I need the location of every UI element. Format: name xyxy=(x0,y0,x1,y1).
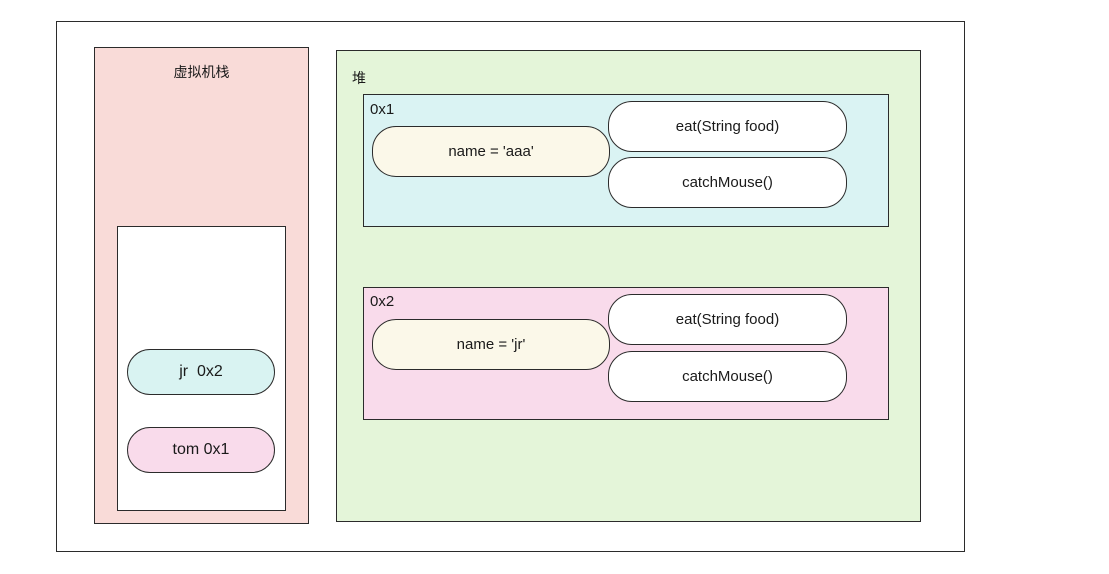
object-method-catchmouse: catchMouse() xyxy=(608,351,847,402)
stack-variable-jr: jr 0x2 xyxy=(127,349,275,395)
object-method-eat: eat(String food) xyxy=(608,294,847,345)
object-field: name = 'jr' xyxy=(372,319,610,370)
object-method-eat: eat(String food) xyxy=(608,101,847,152)
object-address: 0x2 xyxy=(370,293,395,310)
vm-stack-title: 虚拟机栈 xyxy=(173,64,230,80)
object-field: name = 'aaa' xyxy=(372,126,610,177)
object-method-catchmouse: catchMouse() xyxy=(608,157,847,208)
object-address: 0x1 xyxy=(370,101,395,118)
heap-title: 堆 xyxy=(352,70,366,86)
stack-variable-tom: tom 0x1 xyxy=(127,427,275,473)
